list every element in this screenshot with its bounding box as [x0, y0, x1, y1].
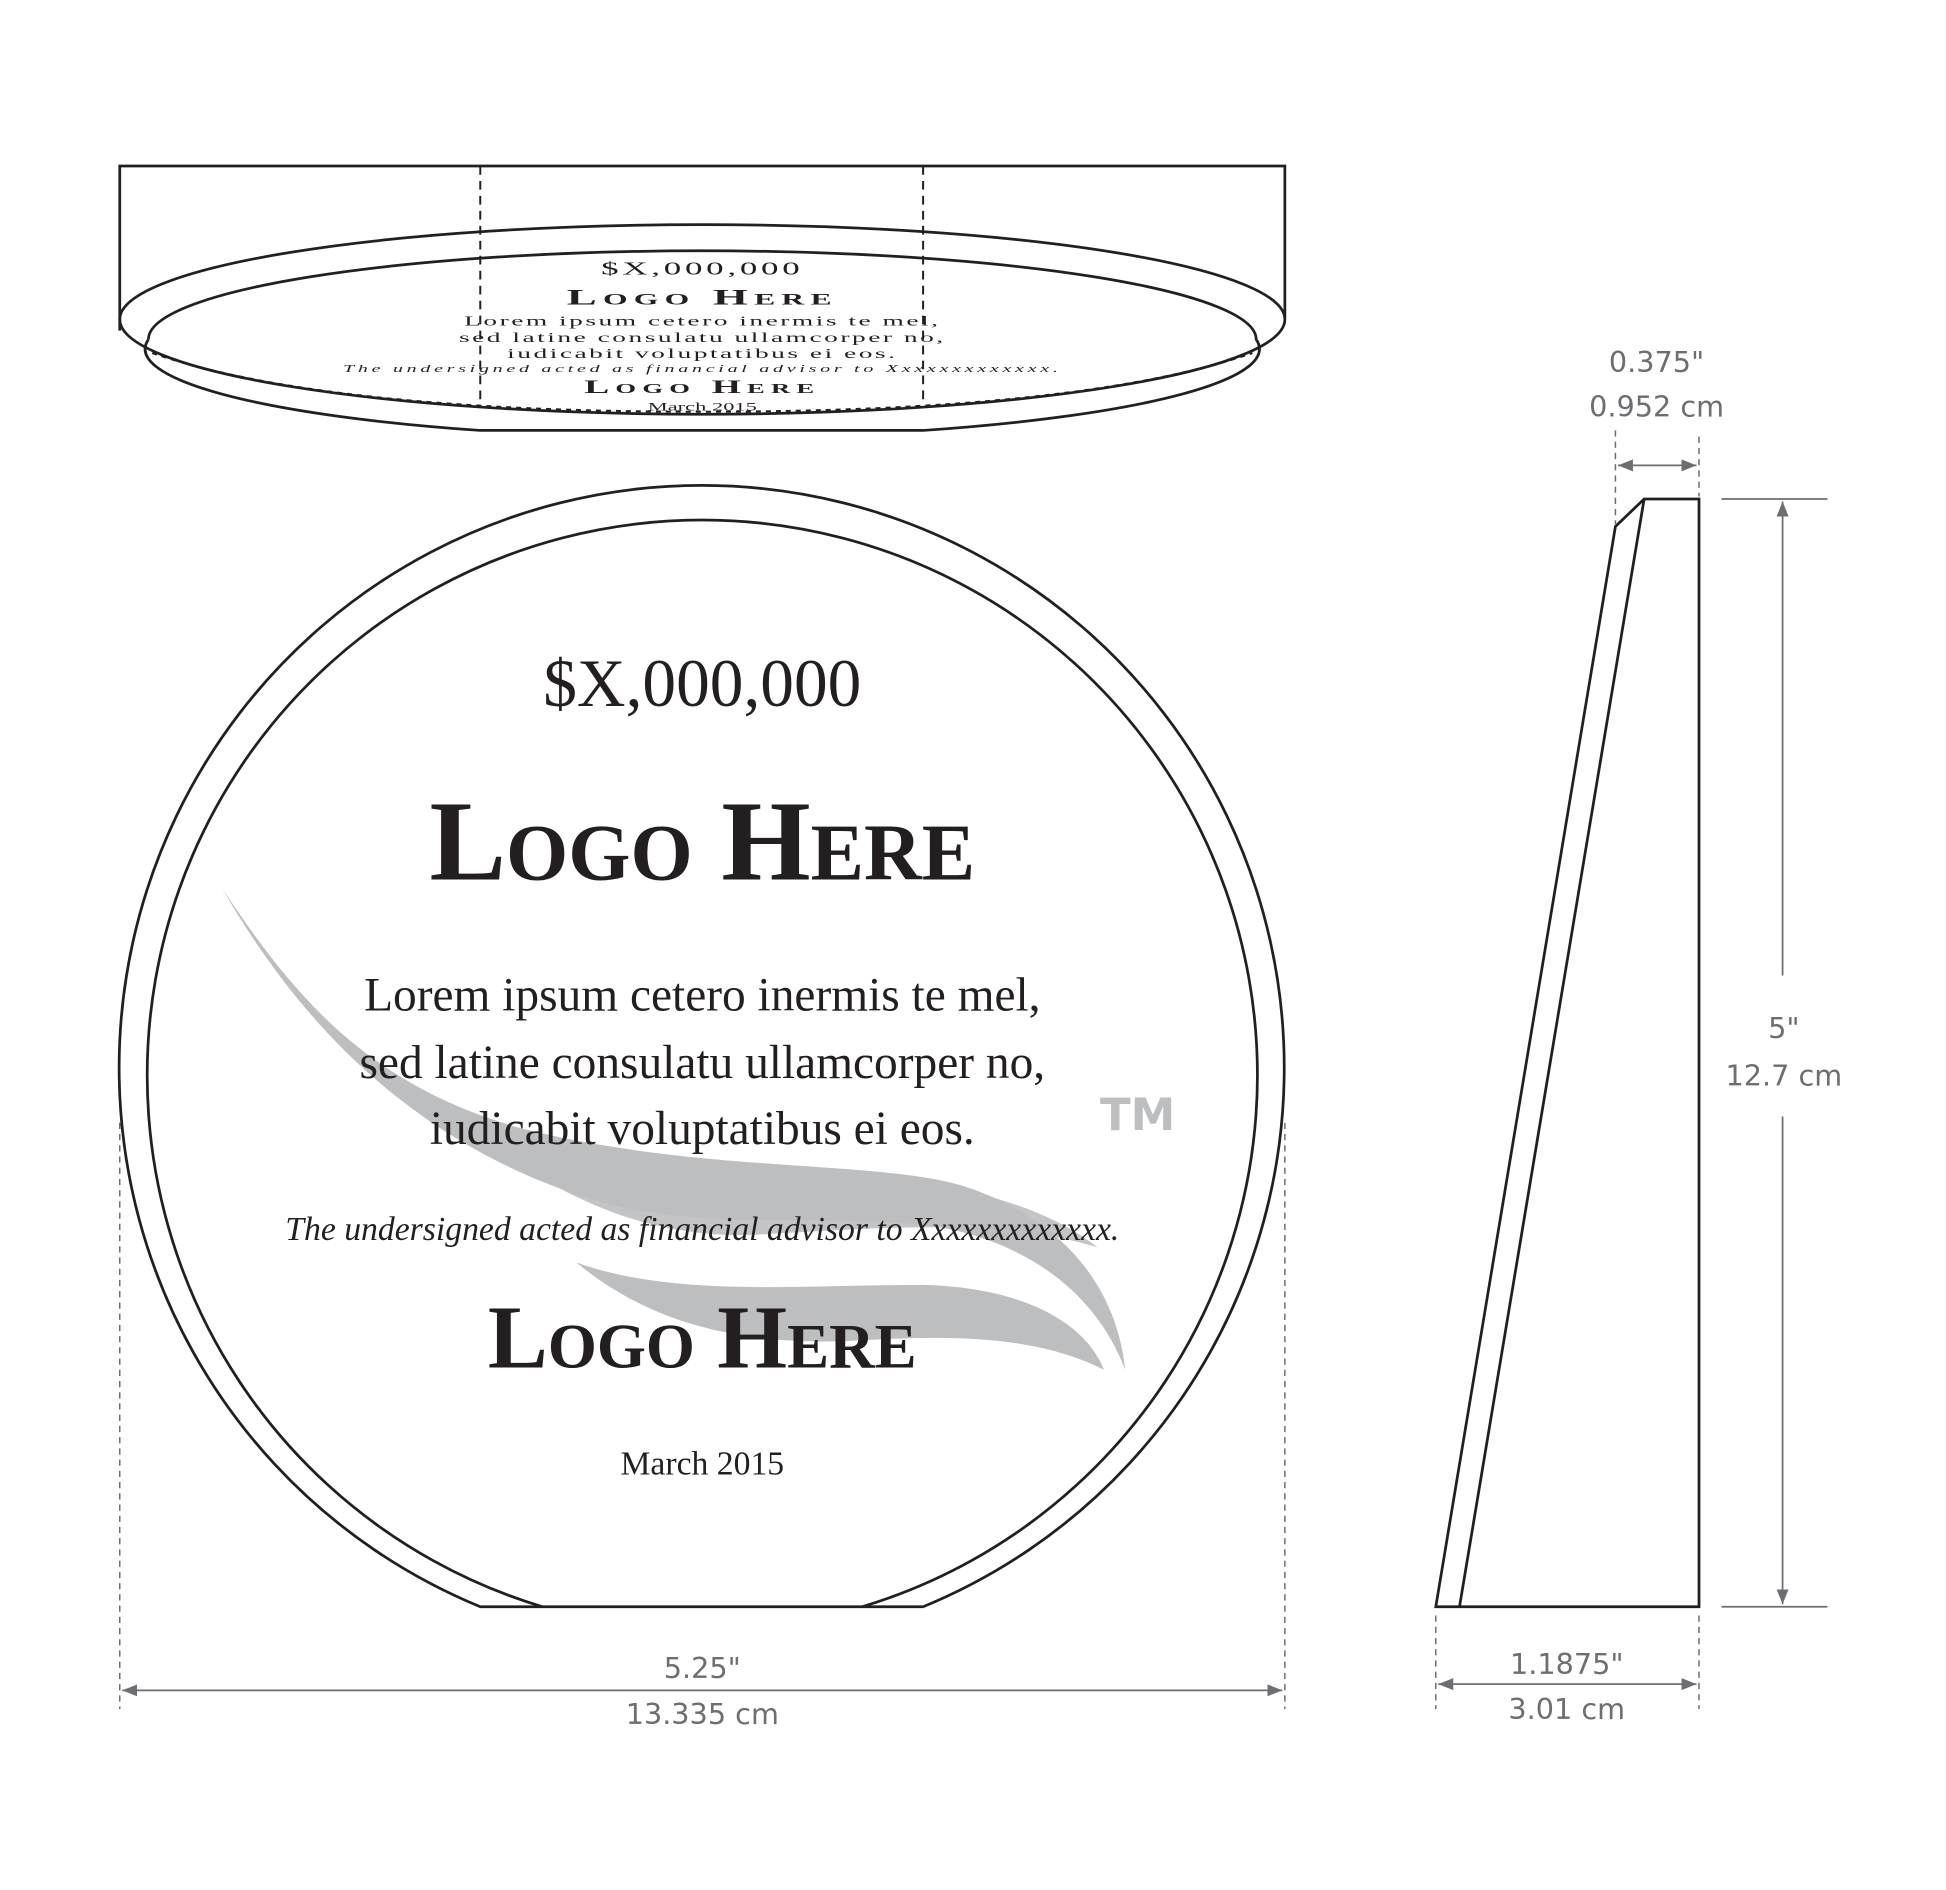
top-depth-cm: 0.952 cm	[1589, 390, 1724, 424]
plaque-logo-top: Logo Here	[429, 778, 975, 905]
base-depth-inches: 1.1875"	[1510, 1647, 1624, 1681]
top-amount: $X,000,000	[601, 259, 803, 279]
plaque-date: March 2015	[620, 1446, 784, 1483]
plaque-amount: $X,000,000	[543, 646, 861, 721]
plaque-body-line-1: Lorem ipsum cetero inermis te mel,	[364, 969, 1040, 1021]
height-inches: 5"	[1768, 1011, 1799, 1045]
plaque-body-line-3: iudicabit voluptatibus ei eos.	[430, 1103, 975, 1155]
top-body-line-2: sed latine consulatu ullamcorper no,	[459, 330, 946, 345]
base-depth-cm: 3.01 cm	[1508, 1692, 1625, 1726]
top-body-line-3: iudicabit voluptatibus ei eos.	[507, 346, 897, 361]
width-inches: 5.25"	[664, 1651, 741, 1685]
top-logo-bottom: Logo Here	[584, 377, 820, 397]
top-logo: Logo Here	[567, 284, 838, 309]
swoosh-watermark	[222, 888, 1126, 1370]
side-view: 0.375" 0.952 cm 5" 12.7 cm 1.1875" 3.01 …	[1434, 345, 1842, 1726]
top-view: $X,000,000 Logo Here Lorem ipsum cetero …	[118, 164, 1287, 432]
plaque-advisor-line: The undersigned acted as financial advis…	[285, 1211, 1119, 1248]
trademark: TM	[1100, 1088, 1175, 1141]
top-advisor: The undersigned acted as financial advis…	[343, 364, 1061, 375]
front-view: $X,000,000 Logo Here Lorem ipsum cetero …	[117, 484, 1286, 1731]
width-cm: 13.335 cm	[626, 1697, 779, 1731]
top-date: March 2015	[648, 400, 757, 413]
plaque-logo-bottom: Logo Here	[488, 1288, 917, 1387]
top-body-line-1: Lorem ipsum cetero inermis te mel,	[464, 314, 940, 329]
plaque-body-line-2: sed latine consulatu ullamcorper no,	[359, 1037, 1045, 1089]
top-depth-inches: 0.375"	[1609, 345, 1704, 379]
height-cm: 12.7 cm	[1725, 1058, 1842, 1092]
